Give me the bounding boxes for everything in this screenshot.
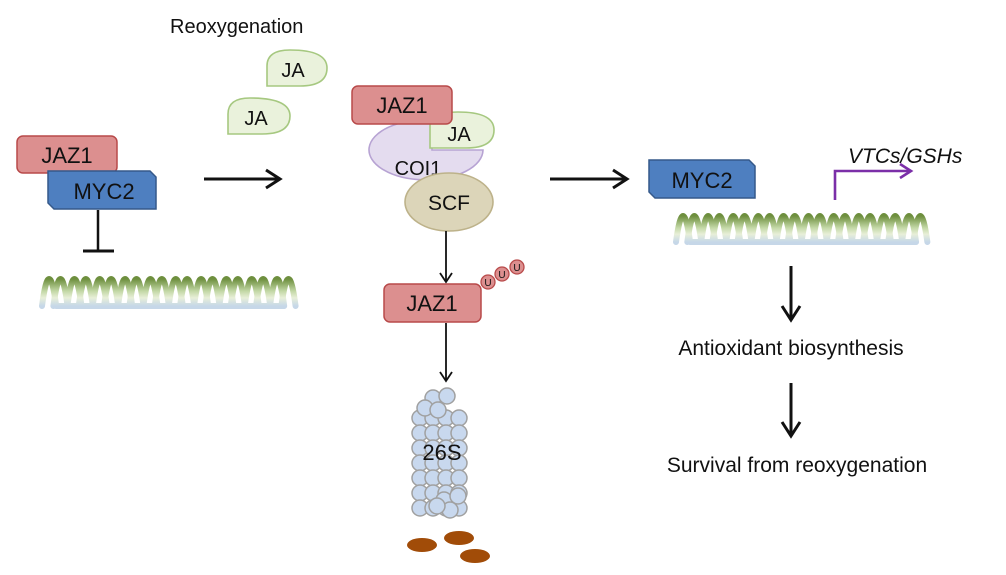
- coi1-receptor: COI1: [368, 119, 484, 181]
- dna-strand: [39, 276, 288, 309]
- proteasome-subunit: [438, 387, 456, 405]
- dna-helix-left: [39, 276, 299, 309]
- proteasome-subunit: [449, 487, 467, 505]
- ubiquitin-chain: U U U: [480, 259, 525, 290]
- promoter-arrow: [833, 162, 914, 200]
- repression-bar: [83, 210, 114, 253]
- svg-text:U: U: [484, 278, 491, 289]
- svg-text:U: U: [513, 263, 520, 274]
- degraded-fragments: [407, 531, 490, 563]
- arrow-left-to-center: [204, 168, 283, 190]
- right-panel: MYC2 VTCs/GSHs Antioxidant biosynthesis …: [648, 145, 963, 477]
- dna-strand: [673, 213, 920, 245]
- target-genes-label: VTCs/GSHs: [848, 145, 963, 168]
- arrow-jaz1-to-proteasome: [439, 323, 453, 383]
- jaz1-label-center: JAZ1: [376, 93, 427, 118]
- coi1-label: COI1: [395, 158, 442, 180]
- proteasome-26s: [411, 387, 468, 519]
- survival-label: Survival from reoxygenation: [667, 454, 927, 477]
- arrow-center-to-right: [550, 168, 630, 190]
- dna-helix-right: [673, 213, 931, 245]
- ja-molecule-1: JA: [266, 49, 328, 87]
- reoxygenation-label: Reoxygenation: [170, 16, 303, 38]
- left-panel: JAZ1 MYC2: [16, 135, 299, 309]
- scf-label: SCF: [428, 192, 470, 215]
- ja-molecule-2: JA: [227, 97, 291, 135]
- arrow-to-survival: [780, 383, 802, 439]
- proteasome-subunit: [428, 497, 446, 515]
- proteasome-subunit: [450, 424, 468, 442]
- scf-complex: SCF: [404, 172, 494, 232]
- proteasome-subunit: [450, 409, 468, 427]
- svg-text:U: U: [498, 270, 505, 281]
- myc2-box-left: MYC2: [47, 170, 157, 210]
- proteasome-subunit: [450, 469, 468, 487]
- jaz1-label-left: JAZ1: [41, 143, 92, 168]
- jaz1-ubiquitinated: JAZ1: [383, 283, 482, 323]
- ja-label-bound: JA: [447, 124, 471, 146]
- antioxidant-label: Antioxidant biosynthesis: [678, 337, 903, 360]
- jaz1-box-center: JAZ1: [351, 85, 453, 125]
- myc2-label-right: MYC2: [671, 168, 732, 193]
- jaz1-box-left: JAZ1: [16, 135, 118, 174]
- ubiquitin-2: U: [494, 266, 510, 282]
- ja-label-2: JA: [244, 108, 268, 130]
- jaz1-label-ub: JAZ1: [406, 291, 457, 316]
- ubiquitin-1: U: [480, 274, 496, 290]
- dna-strand: [50, 276, 299, 309]
- proteasome-label: 26S: [422, 440, 461, 465]
- ja-label-1: JA: [281, 60, 305, 82]
- ubiquitin-3: U: [509, 259, 525, 275]
- proteasome-subunit: [429, 401, 447, 419]
- arrow-to-antioxidant: [780, 266, 802, 323]
- center-panel: COI1 JA JAZ1 SCF JAZ1 U: [351, 85, 525, 563]
- myc2-box-right: MYC2: [648, 159, 756, 199]
- myc2-label-left: MYC2: [73, 179, 134, 204]
- dna-strand: [684, 213, 931, 245]
- arrow-scf-to-jaz1: [439, 231, 453, 284]
